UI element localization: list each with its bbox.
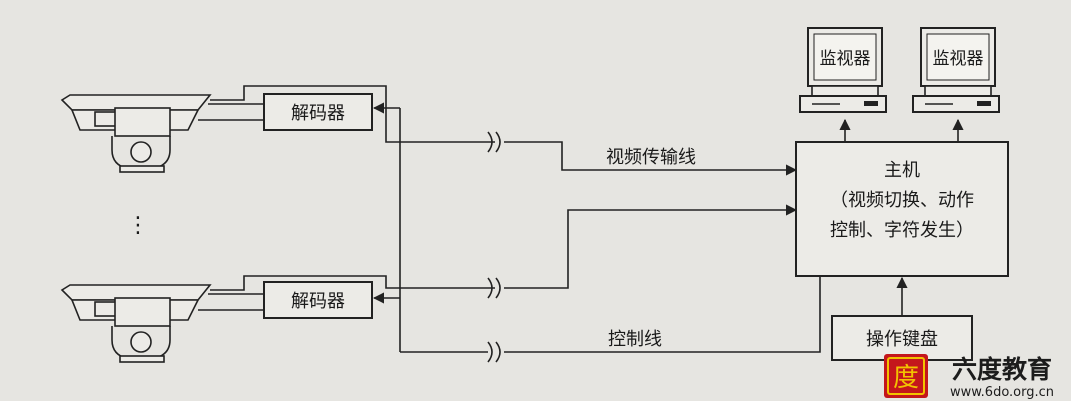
decoder-bottom-label: 解码器: [291, 291, 345, 312]
logo-badge-icon: [884, 354, 928, 398]
host-title: 主机: [884, 160, 920, 181]
monitor-left-label: 监视器: [820, 49, 871, 69]
control-line-label: 控制线: [608, 329, 662, 350]
host-line-3: 控制、字符发生）: [830, 220, 974, 241]
video-line-label: 视频传输线: [606, 147, 696, 168]
video-line-top: [210, 85, 495, 143]
video-line-top-to-host: [504, 141, 798, 176]
more-cameras-dots: ⋮: [127, 213, 149, 238]
monitor-right-label: 监视器: [933, 49, 984, 69]
decoder-top-label: 解码器: [291, 103, 345, 124]
watermark-name: 六度教育: [952, 355, 1052, 384]
watermark-url: www.6do.org.cn: [950, 385, 1054, 400]
decoder-top-box: 解码器: [263, 93, 373, 131]
logo-char: 度: [893, 363, 919, 393]
control-line-to-host: [504, 276, 821, 353]
keyboard-label: 操作键盘: [866, 329, 938, 350]
video-line-bottom: [210, 275, 495, 291]
camera-bottom-icon: [60, 284, 212, 363]
line-break-marks: [487, 131, 501, 363]
monitor-left-icon: 监视器: [799, 27, 887, 113]
site-watermark: 度 六度教育 www.6do.org.cn: [884, 354, 1054, 400]
keyboard-box: 操作键盘: [831, 315, 973, 361]
host-line-2: （视频切换、动作: [830, 190, 974, 211]
camera-top-icon: [60, 94, 212, 173]
video-line-bottom-to-host: [504, 204, 798, 289]
monitor-right-icon: 监视器: [912, 27, 1000, 113]
host-box: 主机 （视频切换、动作 控制、字符发生）: [795, 141, 1009, 277]
decoder-bottom-box: 解码器: [263, 281, 373, 319]
